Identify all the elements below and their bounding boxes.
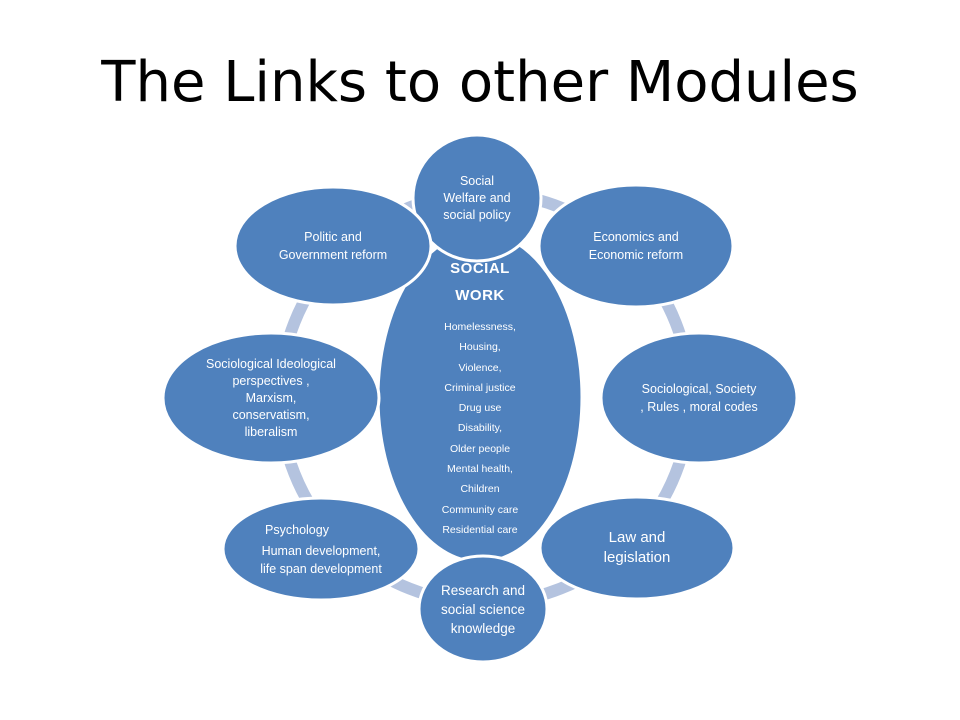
node-law: Law and legislation [540,497,734,599]
node-label-line: Government reform [278,248,388,262]
node-politic-shape [233,185,433,307]
node-label-line: life span development [260,561,382,576]
center-topic-item: Violence, [458,361,502,374]
node-label-line: liberalism [244,424,298,439]
node-research-shape [417,554,549,664]
node-label-line: Psychology [265,522,329,537]
node-label-line: Law and [608,529,666,546]
node-label-line: Sociological Ideological [206,356,336,371]
center-title-line: SOCIAL [450,260,510,277]
node-label-line: Sociological, Society [641,382,757,396]
node-shapes [161,133,799,664]
node-label-line: Economics and [593,230,679,244]
center-title: SOCIAL WORK [380,255,580,309]
node-label-line: social policy [443,207,511,222]
node-label-line: , Rules , moral codes [640,400,758,414]
center-topic-item: Community care [441,503,519,516]
node-research: Research and social science knowledge [419,556,547,662]
node-label-line: conservatism, [232,407,310,422]
center-text: SOCIAL WORK Homelessness, Housing, Violenc… [380,255,580,540]
center-topic-item: Children [460,483,500,496]
center-topic-item: Older people [449,442,511,455]
center-topic-item: Mental health, [447,463,513,476]
node-label-line: Research and [440,582,526,598]
center-title-line: WORK [455,287,505,304]
node-label-line: social science [440,601,526,617]
center-topic-list: Homelessness, Housing, Violence, Criminal j… [380,317,580,540]
node-label-line: perspectives , [232,373,310,388]
node-label-line: Marxism, [245,390,297,405]
node-label-line: Economic reform [588,248,684,262]
node-law-shape [538,495,736,601]
node-label-line: Welfare and [443,190,511,205]
node-sociological-society-shape [599,331,799,465]
node-label-line: legislation [603,549,671,566]
center-topic-item: Housing, [459,341,501,354]
node-sociological-ideological-shape [161,331,381,465]
center-topic-item: Homelessness, [444,321,516,333]
node-label-line: knowledge [450,620,516,636]
center-topic-item: Residential care [442,523,518,536]
node-economics-shape [537,183,735,309]
node-label-line: Politic and [304,230,362,244]
center-topic-item: Disability, [457,422,503,435]
center-topic-item: Drug use [458,402,502,415]
node-social-welfare-shape [411,133,543,263]
node-label-line: Human development, [261,543,381,558]
center-topic-item: Criminal justice [444,381,516,394]
node-sociological-ideological: Sociological Ideological perspectives , Ma… [163,333,379,463]
slide-title: The Links to other Modules [101,50,859,115]
node-sociological-society: Sociological, Society , Rules , moral cod… [601,333,797,463]
node-psychology-shape [221,496,421,602]
node-label-line: Social [459,173,495,188]
